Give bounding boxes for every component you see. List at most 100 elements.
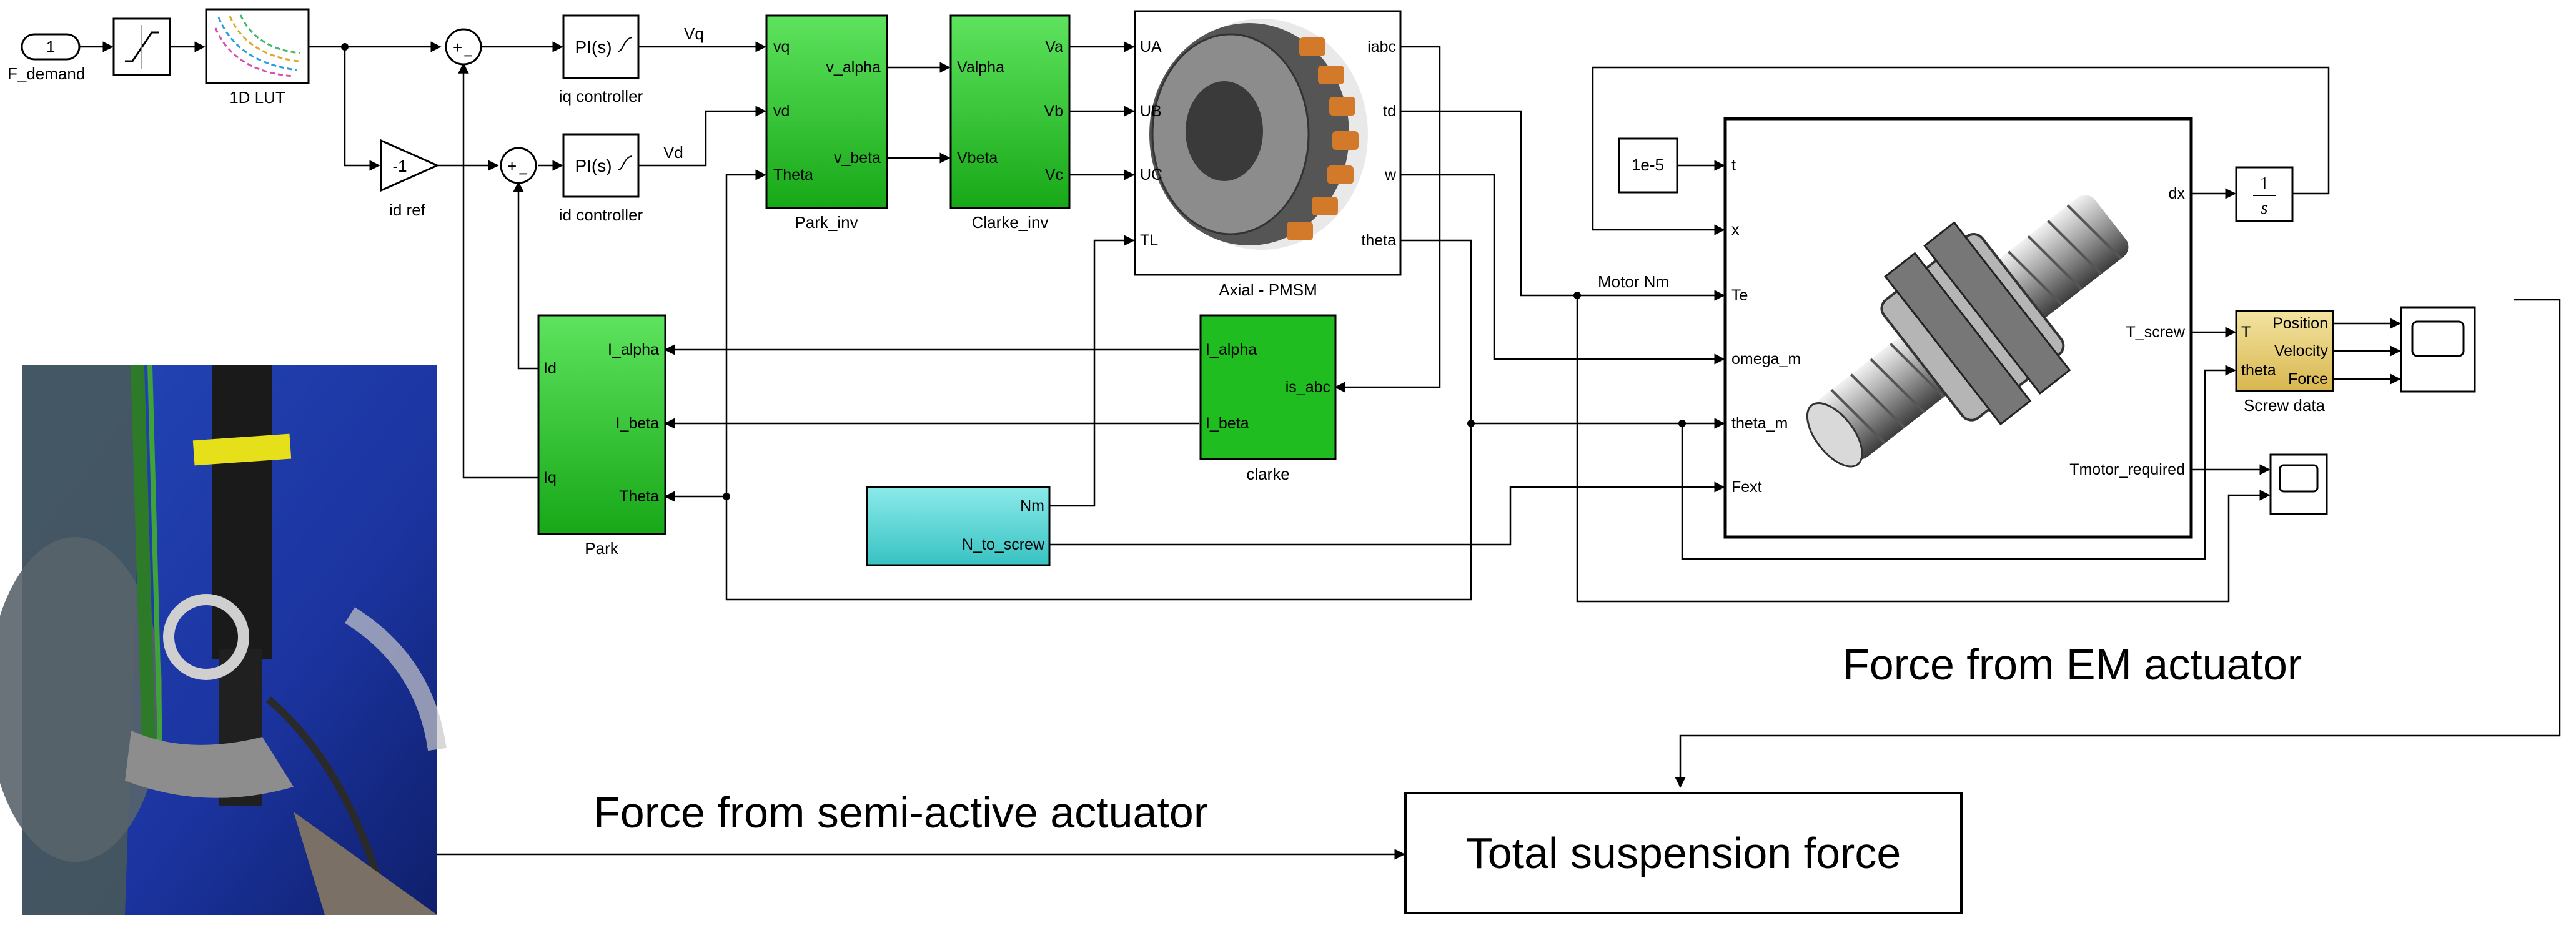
inport-number: 1 — [46, 37, 55, 56]
torque-conversion-block[interactable]: Nm N_to_screw — [866, 486, 1051, 566]
sum-id-minus: − — [518, 164, 528, 183]
lut-curves-icon — [214, 14, 300, 77]
screw-port-te: Te — [1731, 287, 1748, 304]
semi-active-label: Force from semi-active actuator — [593, 788, 1208, 837]
clarke-inv-port-va: Va — [1045, 38, 1063, 56]
screw-port-dx: dx — [2169, 185, 2186, 202]
pmsm-port-tl: TL — [1140, 232, 1158, 249]
clarke-inv-port-vbeta: Vbeta — [957, 149, 998, 167]
pmsm-port-w: w — [1384, 166, 1397, 184]
sum-id-plus: + — [507, 157, 517, 175]
em-actuator-label: Force from EM actuator — [1843, 640, 2302, 689]
screw-port-x: x — [1731, 221, 1740, 239]
total-force-label: Total suspension force — [1466, 829, 1901, 877]
scope-screen-icon — [2411, 320, 2465, 357]
suspension-photo — [0, 365, 447, 915]
scope-1[interactable] — [2400, 306, 2476, 393]
clarke-port-ibeta: I_beta — [1206, 415, 1249, 432]
park-inv-label: Park_inv — [795, 213, 858, 232]
ball-screw-icon — [1806, 195, 2129, 468]
sum-iq-plus: + — [453, 38, 462, 57]
clarke-inv-label: Clarke_inv — [972, 213, 1049, 232]
clarke-inv-port-vc: Vc — [1045, 166, 1063, 184]
iq-controller-label: iq controller — [559, 87, 643, 106]
clarke-inv-port-vb: Vb — [1044, 102, 1063, 120]
signal-wires — [79, 41, 2561, 860]
signal-vq: Vq — [684, 24, 704, 43]
clarke-inv-port-valpha: Valpha — [957, 59, 1004, 76]
screw-data-port-theta: theta — [2241, 362, 2276, 379]
id-ref-label: id ref — [389, 200, 426, 219]
screw-port-t: t — [1731, 157, 1736, 174]
id-ref-value: -1 — [392, 157, 407, 175]
signal-vd: Vd — [663, 143, 683, 162]
park-inv-port-vq: vq — [773, 38, 790, 56]
nm-port: Nm — [1020, 497, 1044, 515]
total-force-box: Total suspension force — [1404, 792, 1963, 914]
screw-port-tscrew: T_screw — [2126, 323, 2186, 341]
id-ref-gain[interactable]: -1 id ref — [380, 139, 440, 219]
iq-controller[interactable]: PI(s) iq controller — [559, 14, 643, 106]
lookup-table-block[interactable]: 1D LUT — [205, 8, 310, 107]
junction-dots — [341, 43, 1686, 500]
scope-screen-icon — [2279, 464, 2319, 493]
clarke-block[interactable]: I_alpha I_beta is_abc clarke — [1199, 314, 1337, 483]
pmsm-port-uc: UC — [1140, 166, 1162, 184]
scope-2[interactable] — [2269, 453, 2328, 515]
park-port-ialpha: I_alpha — [608, 341, 659, 358]
clarke-label: clarke — [1246, 465, 1289, 483]
park-port-iq: Iq — [543, 469, 557, 486]
park-inv-port-vd: vd — [773, 102, 790, 120]
pmsm-port-ua: UA — [1140, 38, 1162, 56]
park-port-theta: Theta — [619, 488, 659, 505]
pmsm-port-td: td — [1383, 102, 1396, 120]
screw-port-theta: theta_m — [1731, 415, 1788, 432]
constant-value: 1e-5 — [1632, 155, 1664, 174]
integrator-numerator: 1 — [2260, 174, 2269, 194]
iq-pi-text: PI(s) — [575, 37, 612, 57]
screw-port-fext: Fext — [1731, 478, 1762, 496]
park-block[interactable]: Id Iq I_alpha I_beta Theta Park — [537, 314, 666, 558]
inport-label: F_demand — [7, 64, 85, 83]
screw-data-port-velocity: Velocity — [2274, 342, 2329, 360]
screw-data-block[interactable]: T theta Position Velocity Force Screw da… — [2235, 310, 2334, 415]
sum-iq[interactable]: + − — [445, 28, 482, 66]
clarke-port-ialpha: I_alpha — [1206, 341, 1257, 358]
park-label: Park — [585, 539, 618, 558]
integrator-block[interactable]: 1 s — [2235, 166, 2294, 222]
axial-motor-icon — [1149, 19, 1368, 250]
park-inv-block[interactable]: vq vd Theta v_alpha v_beta Park_inv — [765, 14, 888, 232]
park-port-id: Id — [543, 360, 557, 377]
clarke-inv-block[interactable]: Valpha Vbeta Va Vb Vc Clarke_inv — [949, 14, 1071, 232]
id-controller[interactable]: PI(s) id controller — [559, 133, 643, 224]
pmsm-port-theta: theta — [1361, 232, 1396, 249]
clarke-port-isabc: is_abc — [1286, 378, 1330, 396]
n-to-screw-port: N_to_screw — [962, 536, 1045, 553]
park-inv-port-valpha: v_alpha — [826, 59, 881, 76]
screw-port-omega: omega_m — [1731, 350, 1801, 368]
saturation-block[interactable] — [112, 17, 171, 76]
signal-motor-nm: Motor Nm — [1598, 272, 1669, 291]
axial-pmsm-block[interactable]: UA UB UC TL iabc td w theta Axial - PMSM — [1134, 10, 1402, 299]
constant-block[interactable]: 1e-5 — [1618, 137, 1678, 194]
pmsm-label: Axial - PMSM — [1219, 280, 1317, 299]
park-inv-port-vbeta: v_beta — [834, 149, 881, 167]
id-pi-text: PI(s) — [575, 156, 612, 175]
park-port-ibeta: I_beta — [615, 415, 659, 432]
screw-data-port-t: T — [2241, 323, 2251, 341]
integrator-denominator: s — [2261, 199, 2268, 218]
screw-data-port-position: Position — [2272, 315, 2328, 332]
sum-iq-minus: − — [463, 46, 473, 65]
pmsm-port-ub: UB — [1140, 102, 1162, 120]
inport-f-demand[interactable]: 1 F_demand — [7, 33, 85, 83]
lut-label: 1D LUT — [229, 88, 285, 107]
screw-data-label: Screw data — [2244, 396, 2326, 415]
sum-id[interactable]: + − — [500, 147, 537, 184]
screw-data-port-force: Force — [2288, 370, 2328, 388]
screw-port-tmotor: Tmotor_required — [2069, 461, 2185, 478]
pmsm-port-iabc: iabc — [1367, 38, 1396, 56]
park-inv-port-theta: Theta — [773, 166, 813, 184]
ball-screw-block[interactable]: t x Te omega_m theta_m Fext dx T_screw T… — [1723, 117, 2193, 539]
id-controller-label: id controller — [559, 205, 643, 224]
